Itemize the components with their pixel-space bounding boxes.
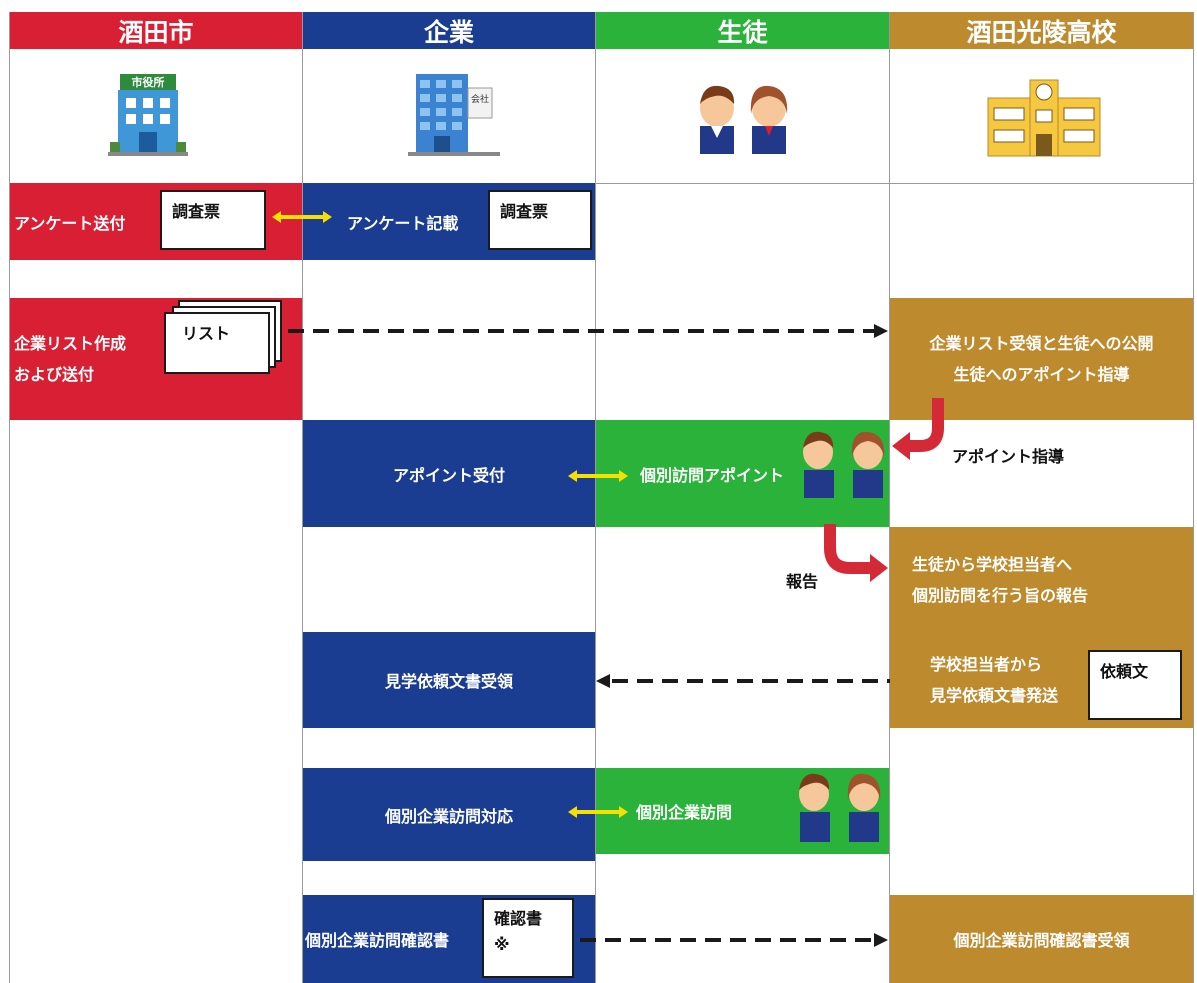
survey-fill-document-label: 調査票 xyxy=(500,202,549,221)
survey-document-icon: 調査票 xyxy=(160,190,266,250)
report-arrow xyxy=(824,524,888,582)
list-document-icon: リスト xyxy=(164,312,270,374)
list-make-label-1: 企業リスト作成 xyxy=(14,334,127,353)
confirm-document-label: 確認書 xyxy=(494,909,543,928)
request-document-label: 依頼文 xyxy=(1100,662,1149,681)
list-receive-label-2: 生徒へのアポイント指導 xyxy=(953,365,1130,384)
appointment-student-label: 個別訪問アポイント xyxy=(640,465,785,485)
confirm-document-icon: 確認書 ※ xyxy=(482,898,574,978)
request-send-label-1: 学校担当者から xyxy=(930,655,1043,674)
appointment-student-box: 個別訪問アポイント xyxy=(596,420,889,527)
survey-document-label: 調査票 xyxy=(172,202,221,221)
request-send-label-2: 見学依頼文書発送 xyxy=(930,686,1059,705)
report-label-1: 生徒から学校担当者へ xyxy=(912,554,1073,574)
request-document-icon: 依頼文 xyxy=(1088,650,1182,720)
dashed-arrow-request xyxy=(596,674,922,688)
visit-company-box: 個別企業訪問対応 xyxy=(303,768,595,861)
visit-student-box: 個別企業訪問 xyxy=(596,768,889,854)
students-icon xyxy=(799,773,881,842)
appointment-guidance-label: アポイント指導 xyxy=(952,447,1065,466)
survey-send-label: アンケート送付 xyxy=(14,213,126,233)
bidirectional-arrow xyxy=(568,470,628,482)
guidance-arrow xyxy=(892,398,944,460)
dashed-arrow-list xyxy=(288,324,888,338)
column-header-school: 酒田光陵高校 xyxy=(890,12,1193,49)
office-building-icon: 会社 xyxy=(408,74,500,156)
list-document-label: リスト xyxy=(182,324,231,343)
grid-line xyxy=(9,12,10,983)
grid-line xyxy=(889,12,890,983)
report-label: 報告 xyxy=(786,572,819,591)
school-building-icon xyxy=(987,79,1101,157)
bidirectional-arrow xyxy=(568,806,628,818)
grid-line xyxy=(302,12,303,983)
confirm-document-mark: ※ xyxy=(494,935,510,954)
bidirectional-arrow xyxy=(272,211,332,223)
grid-line xyxy=(595,12,596,983)
visit-student-label: 個別企業訪問 xyxy=(636,803,733,822)
confirm-company-label: 個別企業訪問確認書 xyxy=(305,931,450,950)
appointment-accept-label: アポイント受付 xyxy=(392,465,505,485)
request-receive-box: 見学依頼文書受領 xyxy=(303,632,595,728)
dashed-arrow-confirm xyxy=(580,933,888,947)
request-receive-label: 見学依頼文書受領 xyxy=(384,672,513,691)
survey-fill-document-icon: 調査票 xyxy=(488,190,592,250)
grid-line xyxy=(9,183,1193,184)
report-label-2: 個別訪問を行う旨の報告 xyxy=(912,585,1089,605)
students-icon xyxy=(700,85,788,154)
report-box: 生徒から学校担当者へ 個別訪問を行う旨の報告 xyxy=(890,527,1193,632)
students-icon xyxy=(803,431,885,498)
city-hall-sign: 市役所 xyxy=(132,75,165,89)
column-header-sakata-city: 酒田市 xyxy=(10,12,302,49)
confirm-receive-box: 個別企業訪問確認書受領 xyxy=(890,895,1193,983)
confirm-receive-label: 個別企業訪問確認書受領 xyxy=(953,931,1130,950)
column-header-company: 企業 xyxy=(303,12,595,49)
column-header-student: 生徒 xyxy=(596,12,889,49)
list-make-label-2: および送付 xyxy=(14,365,95,384)
appointment-accept-box: アポイント受付 xyxy=(303,420,595,527)
city-hall-icon: 市役所 xyxy=(108,74,188,156)
office-sign: 会社 xyxy=(471,93,489,105)
grid-line xyxy=(1193,12,1194,983)
list-receive-label-1: 企業リスト受領と生徒への公開 xyxy=(929,334,1154,353)
visit-company-label: 個別企業訪問対応 xyxy=(384,806,513,826)
survey-fill-label: アンケート記載 xyxy=(347,213,459,233)
